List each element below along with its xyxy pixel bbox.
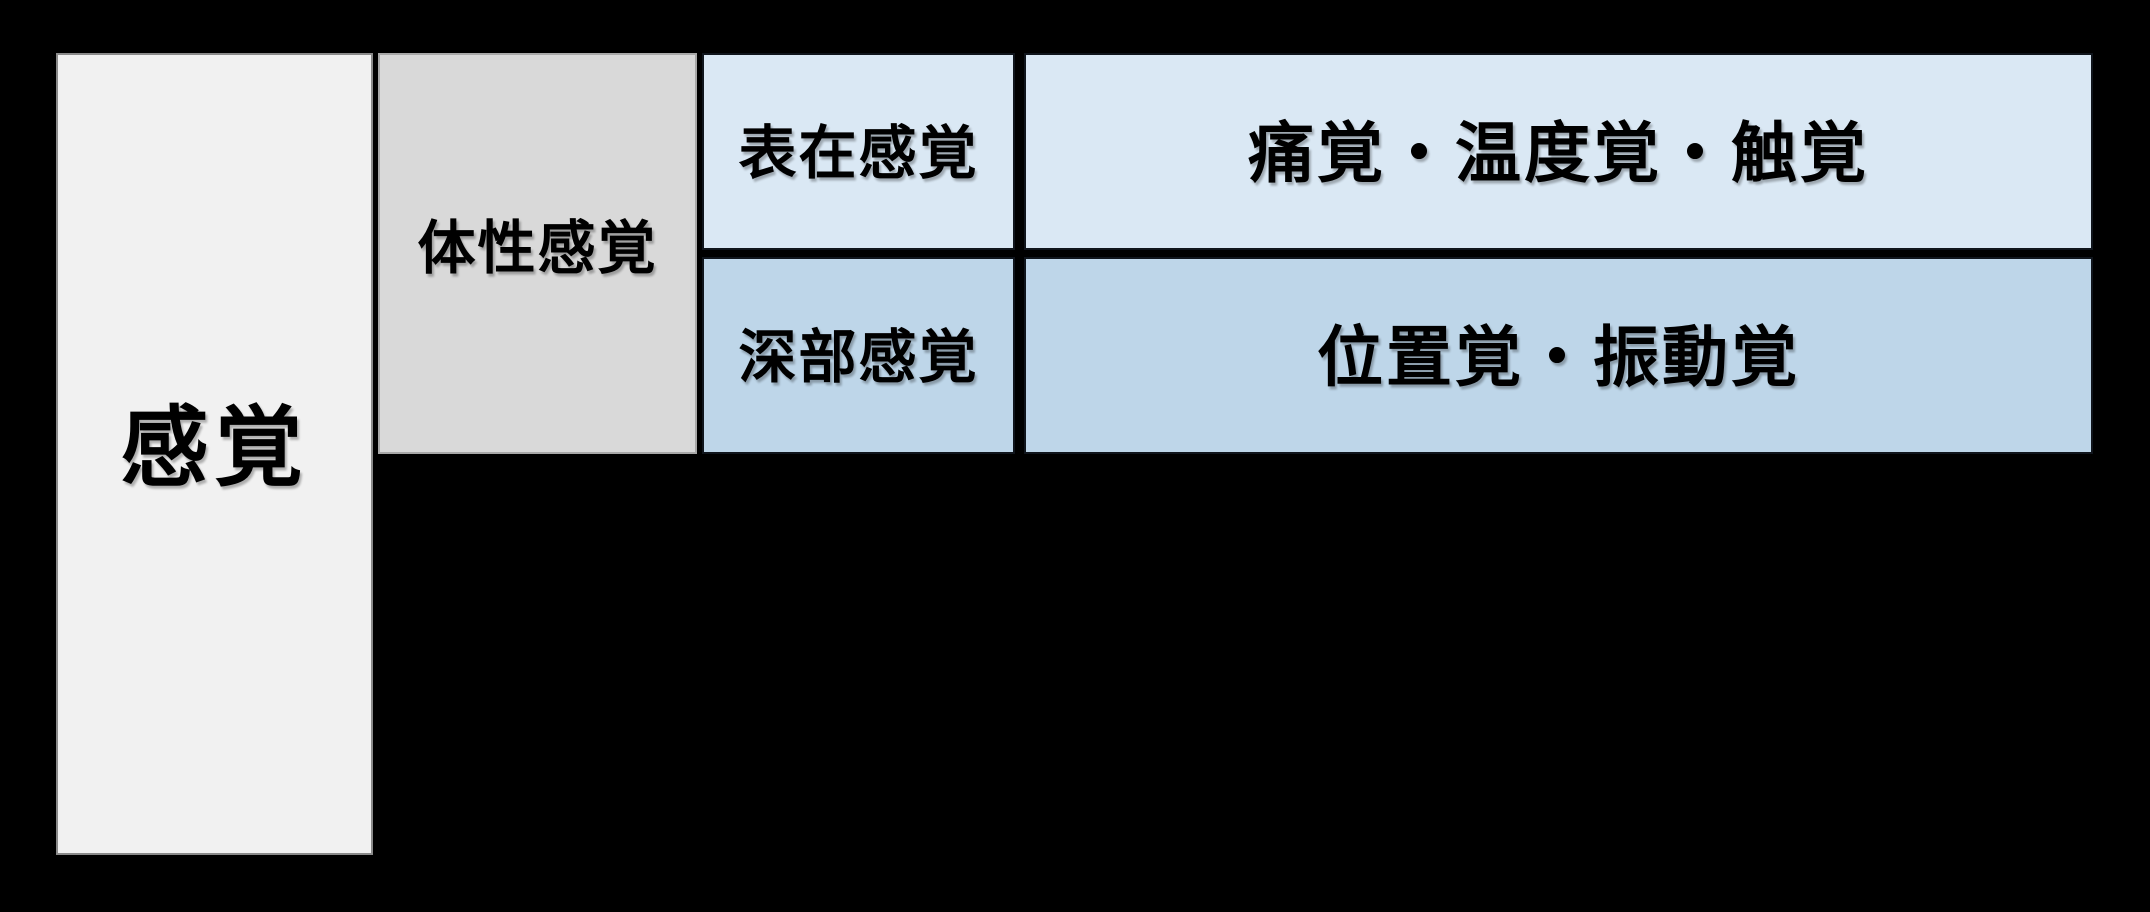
deep-sensation-category-cell: 深部感覚: [702, 257, 1015, 454]
deep-sensation-category-label: 深部感覚: [738, 324, 979, 390]
deep-sensation-modalities-cell: 位置覚・振動覚: [1024, 257, 2093, 454]
superficial-sensation-modalities-cell: 痛覚・温度覚・触覚: [1024, 53, 2093, 250]
somatic-sensation-branch-cell: 体性感覚: [378, 53, 697, 454]
sensation-root-label: 感覚: [120, 397, 309, 497]
superficial-sensation-modalities-label: 痛覚・温度覚・触覚: [1248, 115, 1869, 190]
superficial-sensation-category-cell: 表在感覚: [702, 53, 1015, 250]
superficial-sensation-category-label: 表在感覚: [738, 120, 979, 186]
somatic-sensation-branch-label: 体性感覚: [417, 215, 658, 281]
deep-sensation-modalities-label: 位置覚・振動覚: [1317, 319, 1800, 394]
sensation-root-cell: 感覚: [56, 53, 373, 855]
